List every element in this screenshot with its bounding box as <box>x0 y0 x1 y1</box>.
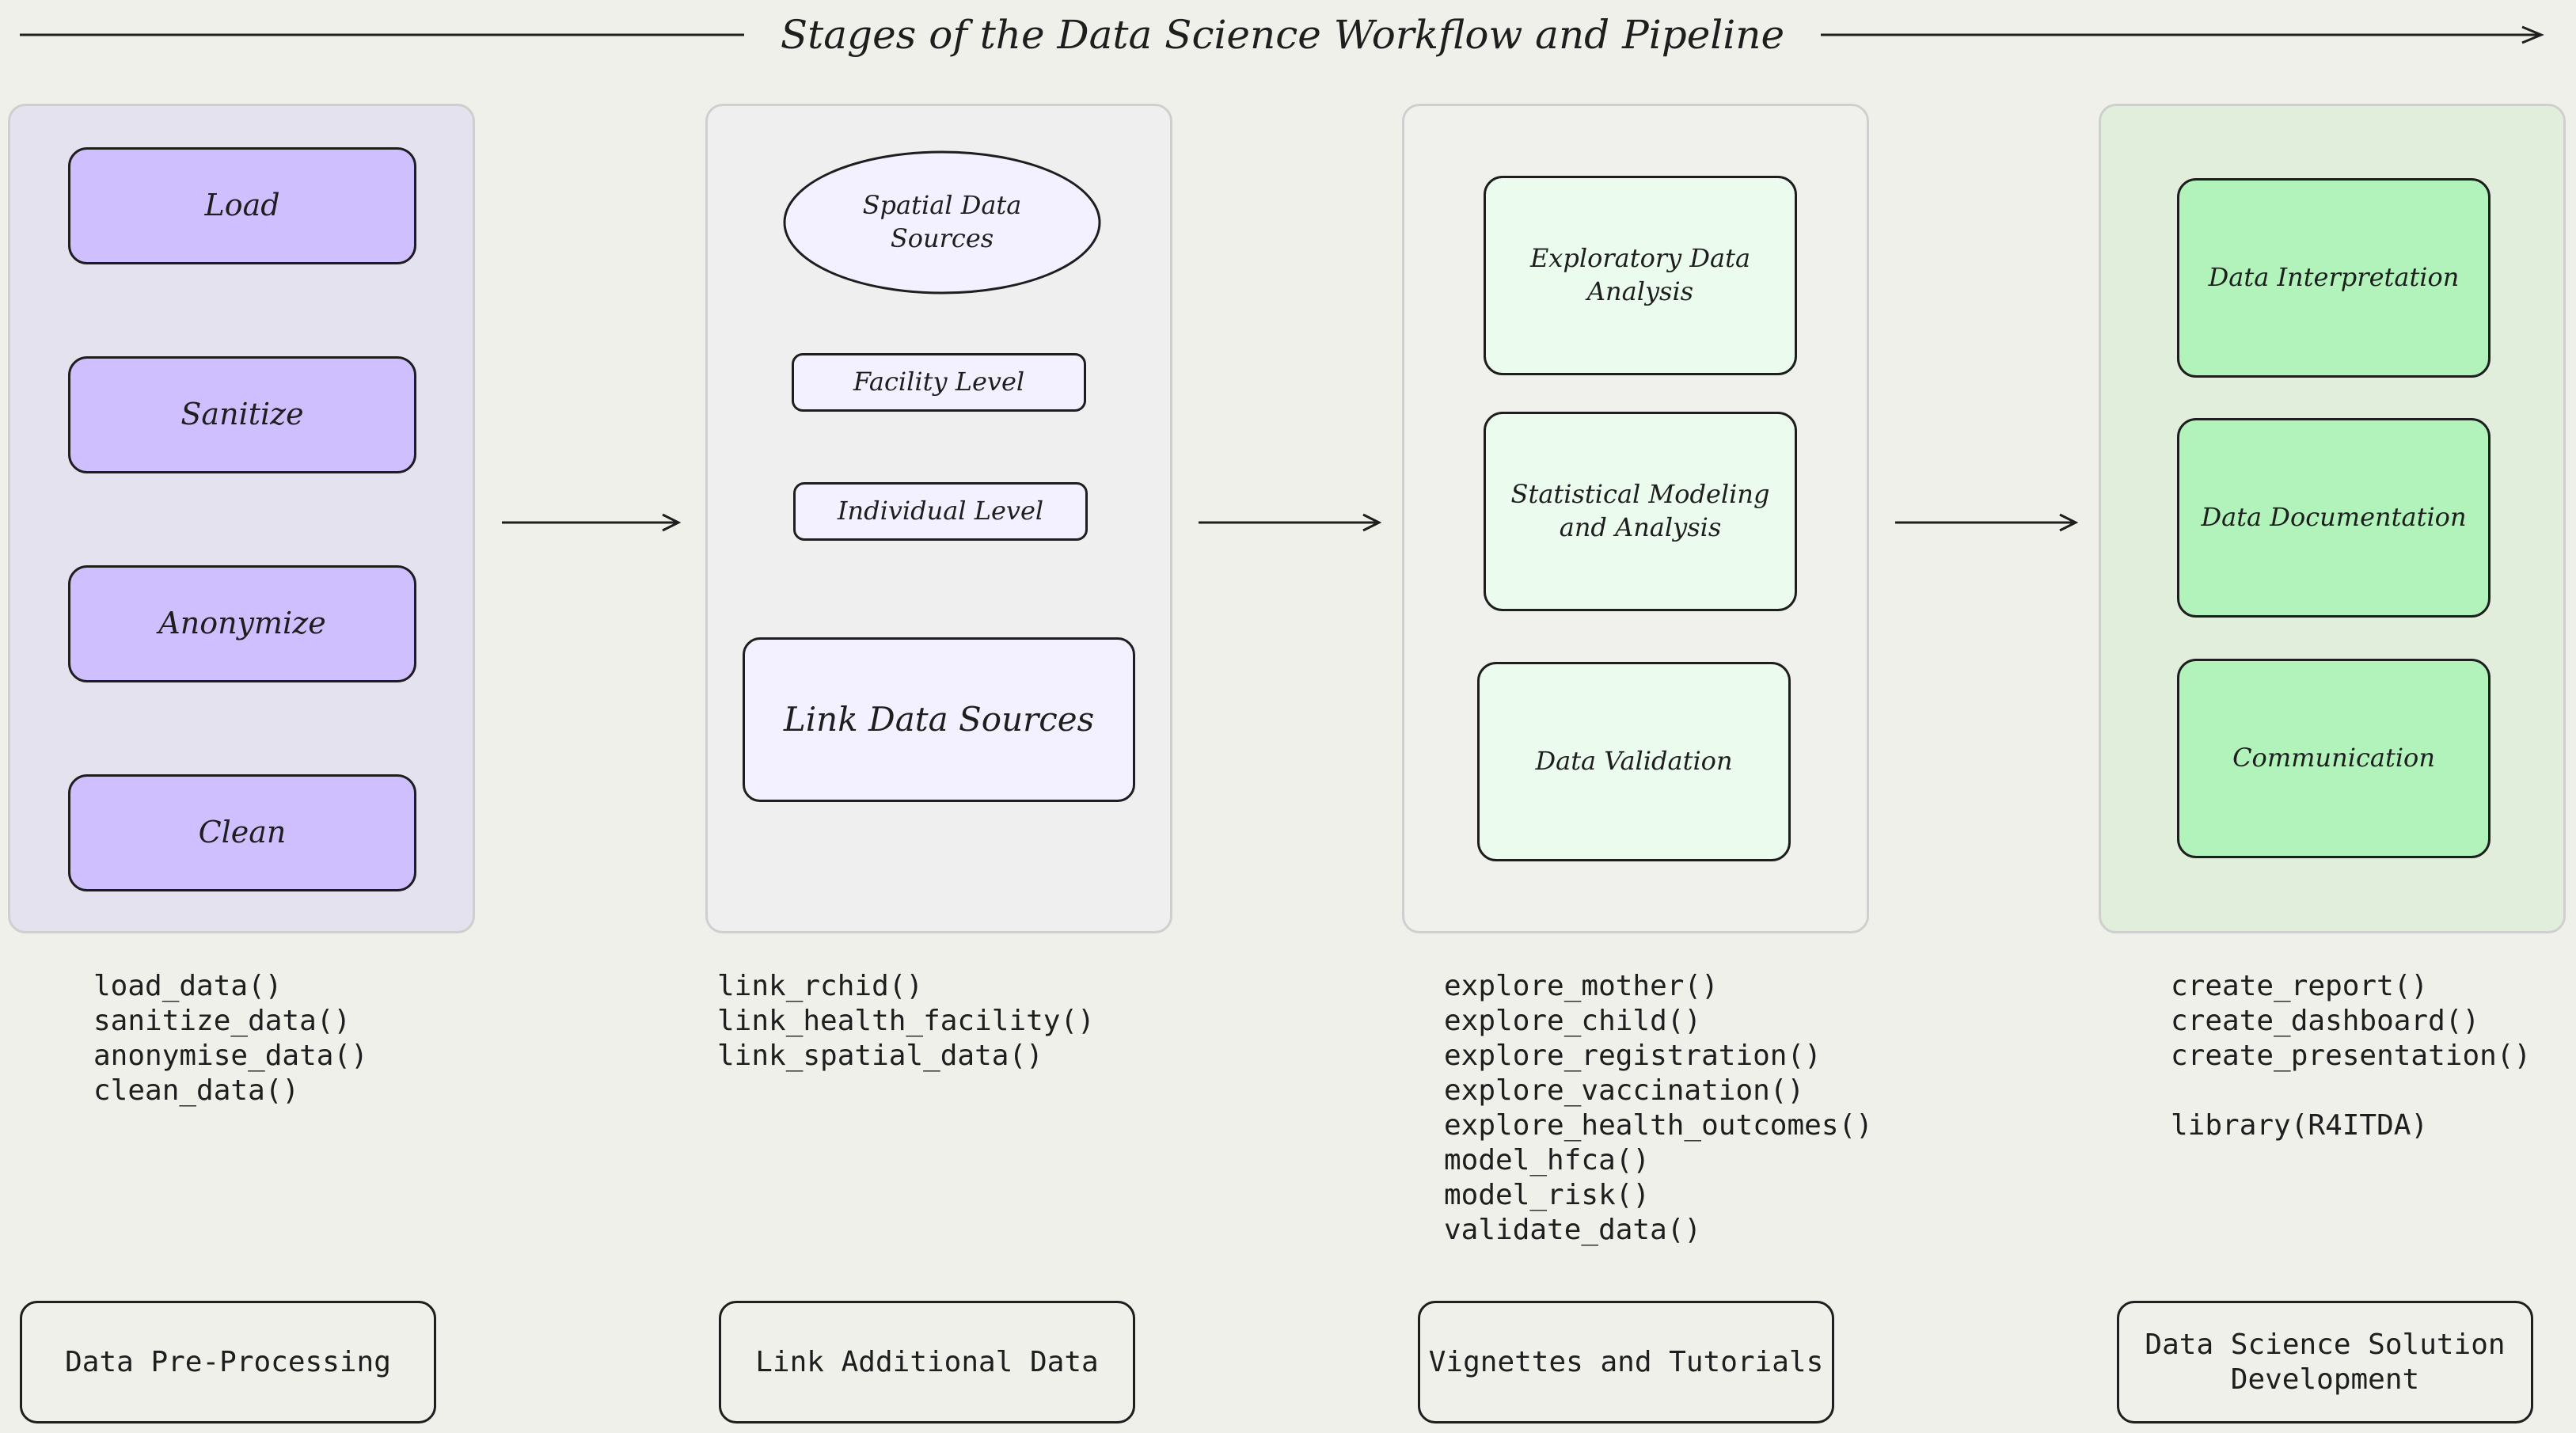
function-item: explore_registration() <box>1444 1040 1822 1072</box>
function-item: anonymise_data() <box>93 1040 368 1072</box>
step-data-validation[interactable]: Data Validation <box>1477 662 1791 861</box>
function-item: create_report() <box>2171 970 2429 1002</box>
step-communication[interactable]: Communication <box>2177 659 2491 858</box>
step-data-interpretation[interactable]: Data Interpretation <box>2177 178 2491 378</box>
spatial-data-sources[interactable]: Spatial Data Sources <box>862 190 1022 253</box>
preprocessing-functions: load_data() sanitize_data() anonymise_da… <box>93 969 368 1108</box>
step-data-documentation[interactable]: Data Documentation <box>2177 418 2491 618</box>
link-data-sources[interactable]: Link Data Sources <box>743 637 1135 802</box>
function-item: link_rchid() <box>717 970 924 1002</box>
function-item: library(R4ITDA) <box>2171 1109 2429 1142</box>
function-item: model_hfca() <box>1444 1144 1651 1176</box>
flow-arrow-1 <box>502 513 682 532</box>
function-item: explore_vaccination() <box>1444 1074 1805 1107</box>
flow-arrow-2 <box>1199 513 1382 532</box>
function-item <box>2171 1074 2531 1108</box>
function-item: load_data() <box>93 970 283 1002</box>
step-anonymize[interactable]: Anonymize <box>68 565 416 682</box>
linking-functions: link_rchid() link_health_facility() link… <box>717 969 1095 1074</box>
analysis-functions: explore_mother() explore_child() explore… <box>1444 969 1873 1248</box>
stage-label-development[interactable]: Data Science Solution Development <box>2117 1301 2533 1423</box>
function-item: explore_child() <box>1444 1005 1702 1037</box>
stage-label-analysis[interactable]: Vignettes and Tutorials <box>1418 1301 1834 1423</box>
step-statistical-modeling[interactable]: Statistical Modeling and Analysis <box>1484 412 1797 611</box>
diagram-title: Stages of the Data Science Workflow and … <box>744 3 1821 67</box>
flow-arrow-3 <box>1895 513 2079 532</box>
individual-level[interactable]: Individual Level <box>793 482 1088 541</box>
facility-level[interactable]: Facility Level <box>792 353 1086 412</box>
step-clean[interactable]: Clean <box>68 774 416 891</box>
step-exploratory-analysis[interactable]: Exploratory Data Analysis <box>1484 176 1797 375</box>
function-item: create_dashboard() <box>2171 1005 2480 1037</box>
function-item: model_risk() <box>1444 1179 1651 1211</box>
function-item: sanitize_data() <box>93 1005 351 1037</box>
stage-label-linking[interactable]: Link Additional Data <box>719 1301 1135 1423</box>
function-item: link_spatial_data() <box>717 1040 1043 1072</box>
function-item: explore_mother() <box>1444 970 1719 1002</box>
stage-label-preprocessing[interactable]: Data Pre-Processing <box>20 1301 436 1423</box>
function-item: clean_data() <box>93 1074 300 1107</box>
function-item: link_health_facility() <box>717 1005 1095 1037</box>
function-item: explore_health_outcomes() <box>1444 1109 1873 1142</box>
spatial-data-ellipse <box>783 150 1101 295</box>
function-item: create_presentation() <box>2171 1040 2532 1072</box>
function-item: validate_data() <box>1444 1214 1702 1246</box>
development-functions: create_report() create_dashboard() creat… <box>2171 969 2531 1143</box>
step-load[interactable]: Load <box>68 147 416 264</box>
step-sanitize[interactable]: Sanitize <box>68 356 416 473</box>
